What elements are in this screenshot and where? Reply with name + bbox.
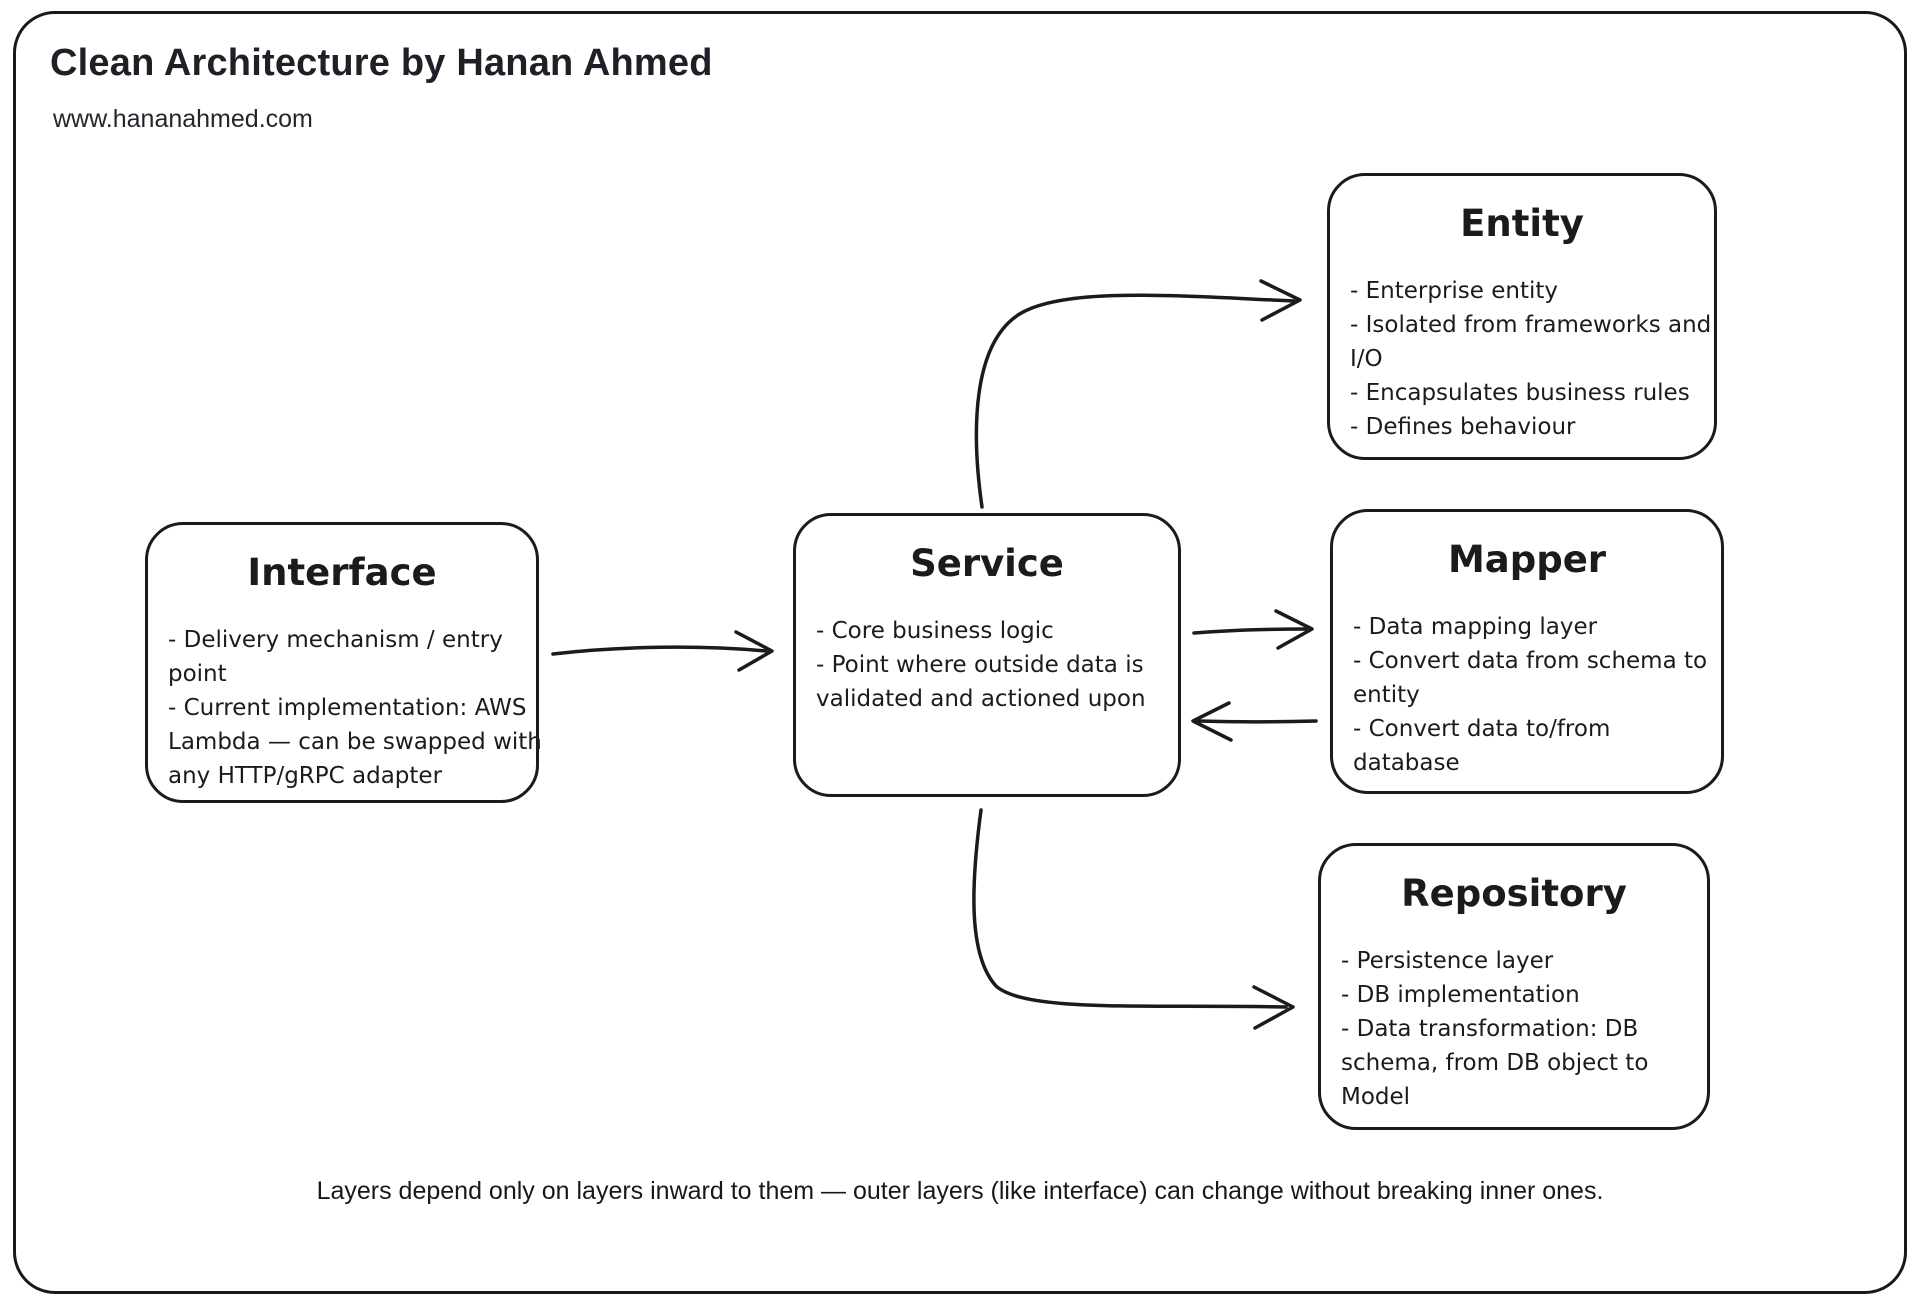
repository-box-body: - Persistence layer - DB implementation … [1341,944,1687,1114]
text-line: any HTTP/gRPC adapter [168,763,443,789]
text-line: - Enterprise entity [1350,278,1558,304]
entity-box: Entity - Enterprise entity - Isolated fr… [1327,173,1717,460]
service-box: Service - Core business logic - Point wh… [793,513,1181,797]
text-line: - Data mapping layer [1353,614,1598,640]
arrow-service-to-entity [974,279,1302,509]
interface-box-title: Interface [247,551,437,594]
text-line: - Data transformation: DB [1341,1016,1639,1042]
mapper-box: Mapper - Data mapping layer - Convert da… [1330,509,1724,794]
arrow-service-to-mapper [1192,609,1314,650]
text-line: - Core business logic [816,618,1054,644]
interface-box-body: - Delivery mechanism / entry point - Cur… [168,623,542,793]
arrow-interface-to-service [551,630,774,672]
service-box-body: - Core business logic - Point where outs… [816,614,1158,716]
text-line: - Convert data to/from [1353,716,1611,742]
text-line: - Isolated from frameworks and [1350,312,1712,338]
arrow-mapper-to-service [1191,701,1318,742]
mapper-box-body: - Data mapping layer - Convert data from… [1353,610,1708,780]
mapper-box-title: Mapper [1447,538,1607,581]
text-line: schema, from DB object to [1341,1050,1649,1076]
text-line: database [1353,750,1460,776]
text-line: - Convert data from schema to [1353,648,1708,674]
interface-box: Interface - Delivery mechanism / entry p… [145,522,542,803]
text-line: - Current implementation: AWS [168,695,527,721]
repository-box-title: Repository [1401,872,1627,915]
website-url: www.hananahmed.com [53,105,313,133]
page-title: Clean Architecture by Hanan Ahmed [50,42,713,84]
text-line: validated and actioned upon [816,686,1146,712]
text-line: I/O [1350,346,1383,372]
entity-box-title: Entity [1460,202,1584,245]
text-line: - DB implementation [1341,982,1580,1008]
entity-box-body: - Enterprise entity - Isolated from fram… [1350,274,1712,444]
arrow-service-to-repository [972,808,1295,1030]
repository-box: Repository - Persistence layer - DB impl… [1318,843,1710,1130]
text-line: - Point where outside data is [816,652,1144,678]
footer-caption: Layers depend only on layers inward to t… [316,1177,1604,1205]
text-line: entity [1353,682,1420,708]
text-line: Model [1341,1084,1411,1110]
text-line: - Encapsulates business rules [1350,380,1690,406]
service-box-title: Service [910,542,1064,585]
text-line: - Persistence layer [1341,948,1554,974]
text-line: - Defines behaviour [1350,414,1576,440]
text-line: Lambda — can be swapped with [168,729,542,755]
text-line: point [168,661,227,687]
text-line: - Delivery mechanism / entry [168,627,503,653]
